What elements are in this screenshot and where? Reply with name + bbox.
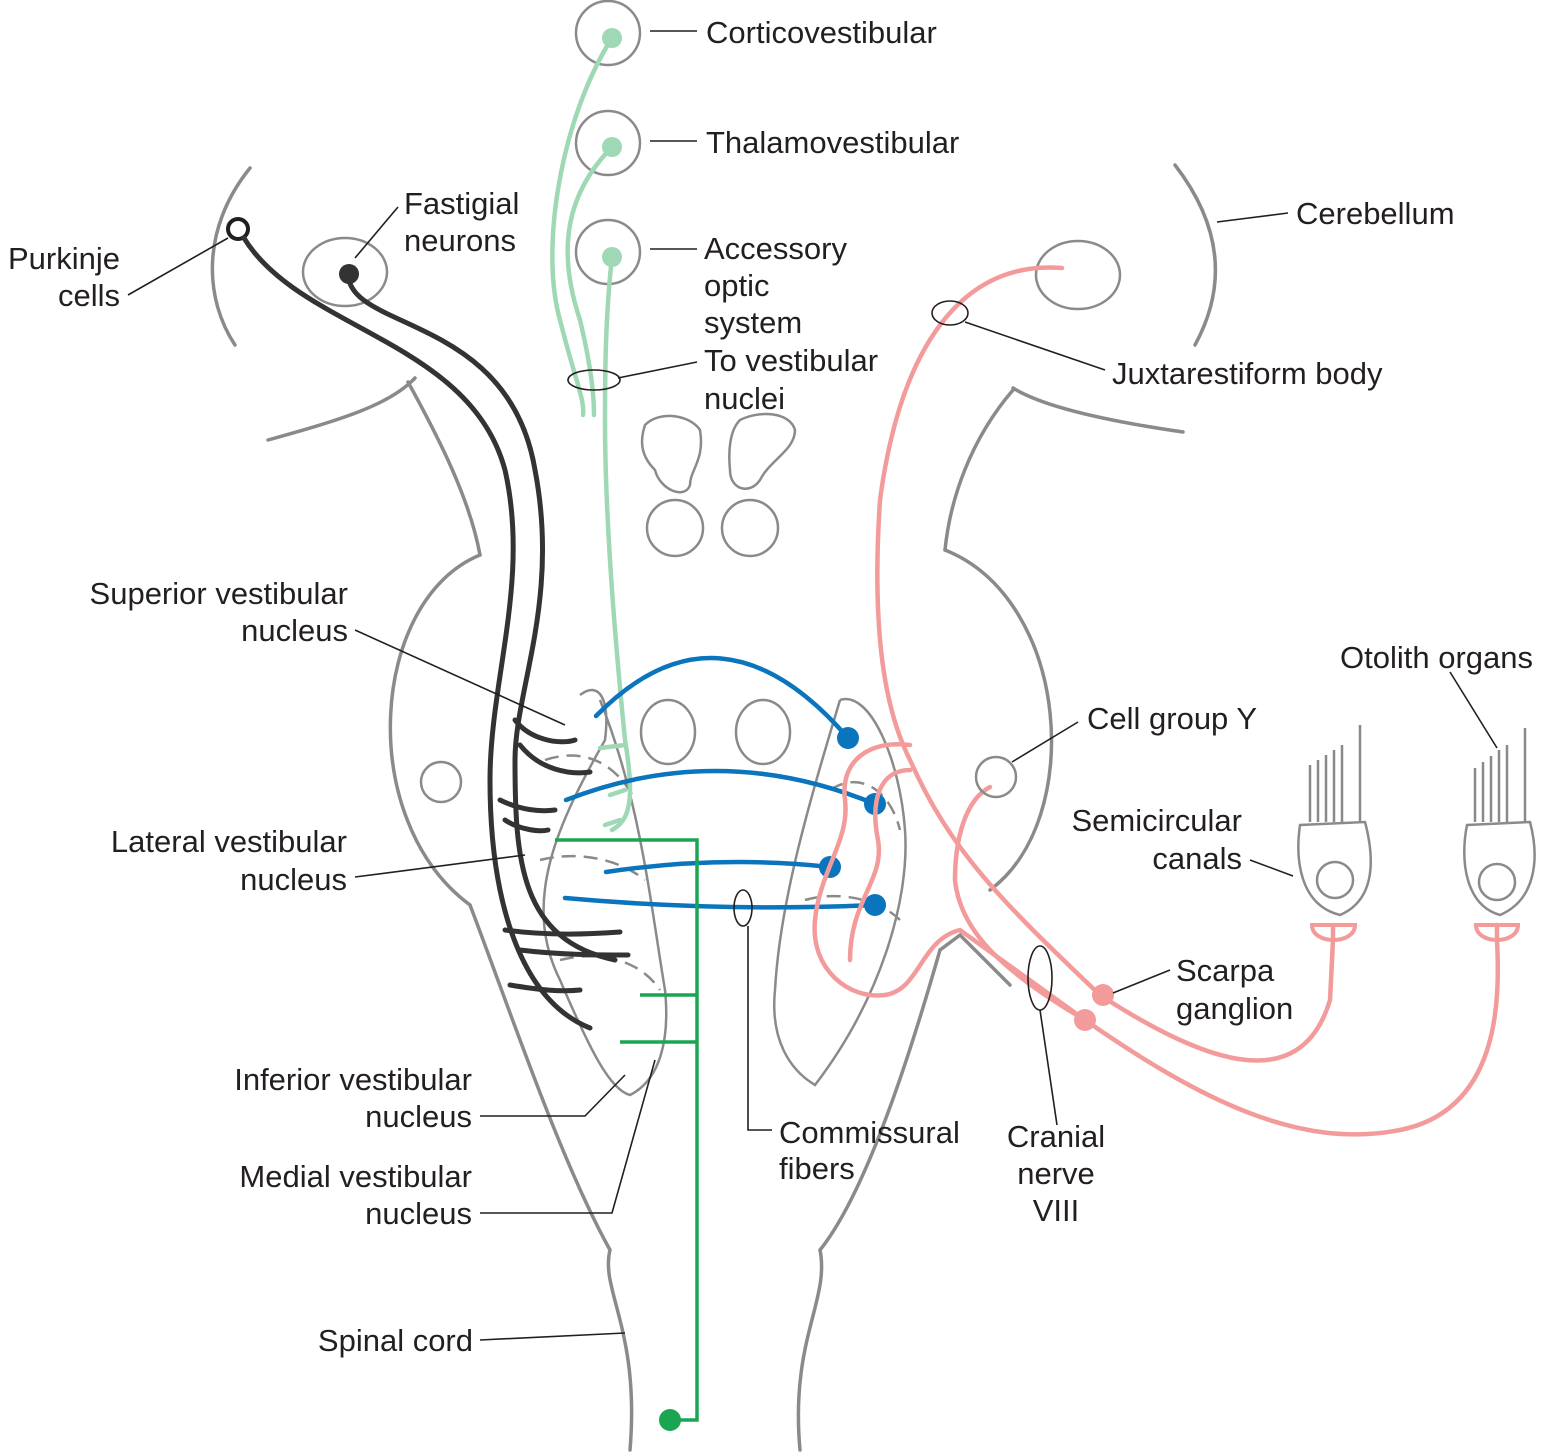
commissural-fibers (562, 655, 886, 927)
otolith-hair-cell (1463, 728, 1536, 917)
label-spinal-cord: Spinal cord (318, 1323, 473, 1358)
label-accessory-optic-2: optic (704, 268, 769, 303)
label-scarpa-1: Scarpa (1176, 953, 1275, 988)
label-lateral-1: Lateral vestibular (111, 824, 347, 859)
label-thalamovestibular: Thalamovestibular (706, 125, 959, 160)
ascending-input-fibers (550, 0, 642, 833)
label-semicircular-2: canals (1152, 841, 1242, 876)
label-medial-1: Medial vestibular (239, 1159, 472, 1194)
label-to-vestibular-2: nuclei (704, 381, 785, 416)
label-purkinje-1: Purkinje (8, 241, 120, 276)
label-superior-1: Superior vestibular (90, 576, 348, 611)
label-lateral-2: nucleus (240, 862, 347, 897)
label-cranial-3: VIII (1033, 1193, 1080, 1228)
label-fastigial-2: neurons (404, 223, 516, 258)
label-superior-2: nucleus (241, 613, 348, 648)
leader-lines (127, 30, 1498, 1341)
label-cranial-2: nerve (1017, 1156, 1095, 1191)
labels: Corticovestibular Thalamovestibular Acce… (8, 15, 1533, 1358)
label-cell-group-y: Cell group Y (1087, 701, 1257, 736)
label-juxtarestiform: Juxtarestiform body (1112, 356, 1383, 391)
fastigial-neuron (339, 264, 359, 284)
label-medial-2: nucleus (365, 1196, 472, 1231)
label-otolith: Otolith organs (1340, 640, 1533, 675)
label-corticovestibular: Corticovestibular (706, 15, 937, 50)
label-commissural-1: Commissural (779, 1115, 960, 1150)
label-cerebellum: Cerebellum (1296, 196, 1455, 231)
vestibular-nerve-fibers (812, 265, 1521, 1137)
label-to-vestibular-1: To vestibular (704, 343, 878, 378)
label-inferior-2: nucleus (365, 1099, 472, 1134)
vestibulospinal-tract (555, 838, 699, 1431)
label-accessory-optic-3: system (704, 305, 802, 340)
label-purkinje-2: cells (58, 278, 120, 313)
brainstem-outline (210, 163, 1218, 1452)
label-scarpa-2: ganglion (1176, 991, 1293, 1026)
label-commissural-2: fibers (779, 1151, 855, 1186)
purkinje-cell (226, 217, 250, 241)
semicircular-canal-hair-cell (1297, 725, 1372, 917)
label-fastigial-1: Fastigial (404, 186, 519, 221)
label-inferior-1: Inferior vestibular (234, 1062, 472, 1097)
label-cranial-1: Cranial (1007, 1119, 1105, 1154)
label-accessory-optic-1: Accessory (704, 231, 847, 266)
label-semicircular-1: Semicircular (1071, 803, 1242, 838)
cerebellar-fibers (226, 217, 631, 1031)
